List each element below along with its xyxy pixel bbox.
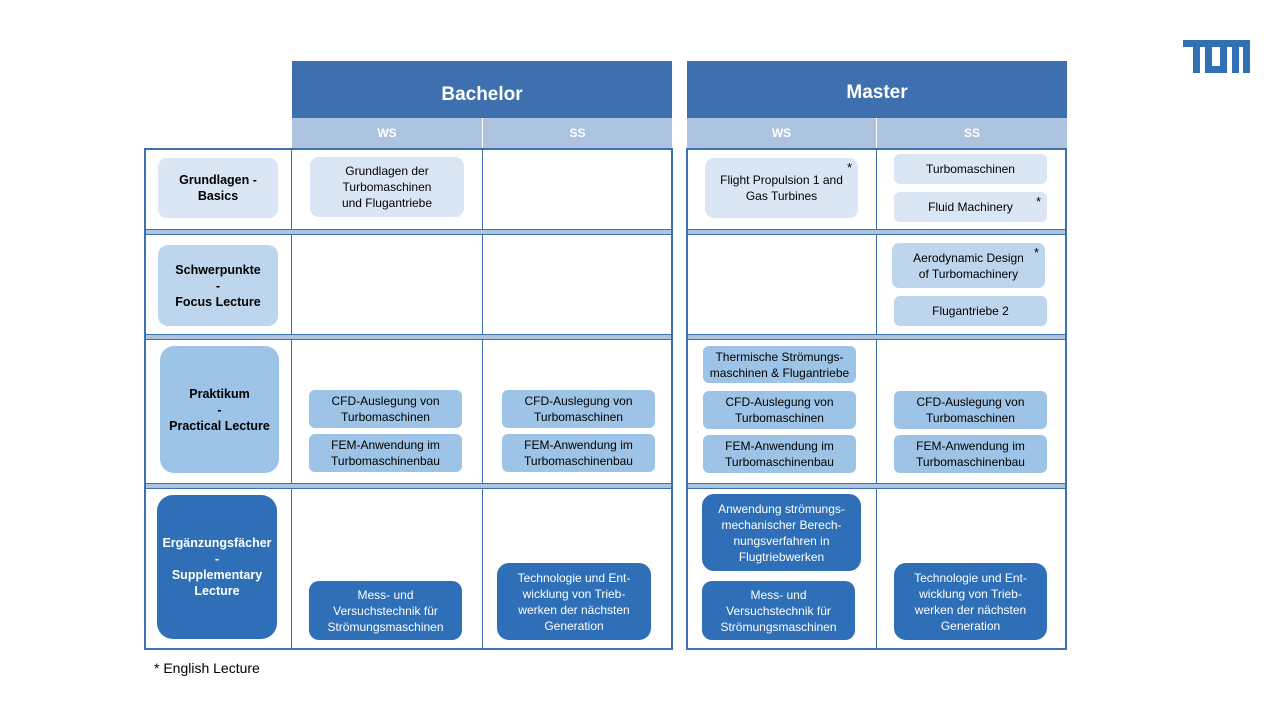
- divider: [876, 149, 877, 649]
- english-marker: *: [846, 160, 852, 175]
- course-cfd-master-ss: CFD-Auslegung von Turbomaschinen: [894, 391, 1047, 429]
- footnote: * English Lecture: [154, 660, 260, 676]
- row-separator: [688, 483, 1065, 489]
- course-fem-bachelor-ss: FEM-Anwendung im Turbomaschinenbau: [502, 434, 655, 472]
- row-separator: [146, 334, 671, 340]
- course-grundlagen: Grundlagen der Turbomaschinen und Flugan…: [310, 157, 464, 217]
- row-separator: [688, 229, 1065, 235]
- category-basics: Grundlagen - Basics: [158, 158, 278, 218]
- course-thermische: Thermische Strömungs- maschinen & Flugan…: [703, 346, 856, 383]
- course-mess-master-ws: Mess- und Versuchstechnik für Strömungsm…: [702, 581, 855, 640]
- category-focus: Schwerpunkte - Focus Lecture: [158, 245, 278, 326]
- course-fem-bachelor-ws: FEM-Anwendung im Turbomaschinenbau: [309, 434, 462, 472]
- course-label: Aerodynamic Design of Turbomachinery: [913, 250, 1024, 281]
- divider: [291, 149, 292, 649]
- course-turbomaschinen: Turbomaschinen: [894, 154, 1047, 184]
- master-header: Master: [687, 61, 1067, 118]
- divider: [482, 149, 483, 649]
- category-practical: Praktikum - Practical Lecture: [160, 346, 279, 473]
- bachelor-header: Bachelor: [292, 61, 672, 118]
- course-tech-bachelor-ss: Technologie und Ent- wicklung von Trieb-…: [497, 563, 651, 640]
- row-separator: [146, 229, 671, 235]
- course-fem-master-ss: FEM-Anwendung im Turbomaschinenbau: [894, 435, 1047, 473]
- category-supplementary: Ergänzungsfächer - Supplementary Lecture: [157, 495, 277, 639]
- course-fem-master-ws: FEM-Anwendung im Turbomaschinenbau: [703, 435, 856, 473]
- course-label: Fluid Machinery: [928, 200, 1013, 214]
- course-cfd-bachelor-ss: CFD-Auslegung von Turbomaschinen: [502, 390, 655, 428]
- course-anwendung: Anwendung strömungs- mechanischer Berech…: [702, 494, 861, 571]
- course-cfd-bachelor-ws: CFD-Auslegung von Turbomaschinen: [309, 390, 462, 428]
- course-flugantriebe-2: Flugantriebe 2: [894, 296, 1047, 326]
- master-ss-header: SS: [877, 118, 1067, 148]
- row-separator: [688, 334, 1065, 340]
- course-mess-bachelor-ws: Mess- und Versuchstechnik für Strömungsm…: [309, 581, 462, 640]
- course-label: Flight Propulsion 1 and Gas Turbines: [720, 173, 843, 203]
- english-marker: *: [1033, 245, 1039, 260]
- master-ws-header: WS: [687, 118, 876, 148]
- course-cfd-master-ws: CFD-Auslegung von Turbomaschinen: [703, 391, 856, 429]
- course-tech-master-ss: Technologie und Ent- wicklung von Trieb-…: [894, 563, 1047, 640]
- english-marker: *: [1035, 194, 1041, 209]
- bachelor-ss-header: SS: [483, 118, 672, 148]
- bachelor-ws-header: WS: [292, 118, 482, 148]
- bachelor-table-frame: [144, 148, 673, 650]
- course-aerodynamic-design: Aerodynamic Design of Turbomachinery *: [892, 243, 1045, 288]
- course-flight-propulsion: Flight Propulsion 1 and Gas Turbines *: [705, 158, 858, 218]
- row-separator: [146, 483, 671, 489]
- course-fluid-machinery: Fluid Machinery *: [894, 192, 1047, 222]
